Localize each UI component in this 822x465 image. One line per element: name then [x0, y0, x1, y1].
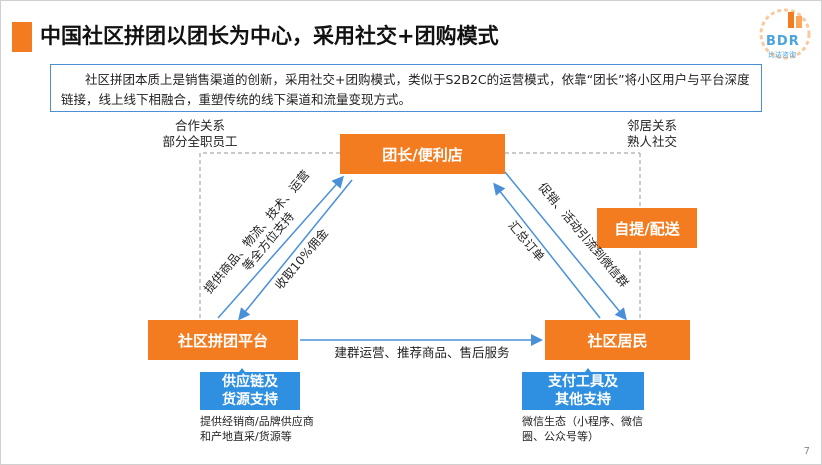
logo-text: BDR	[766, 34, 800, 49]
arrow-residents-to-leader	[493, 182, 601, 319]
payment-support-box: 支付工具及 其他支持	[522, 372, 644, 410]
right-top-label: 邻居关系 熟人社交	[626, 118, 677, 149]
page-title: 中国社区拼团以团长为中心，采用社交+团购模式	[40, 24, 499, 48]
residents-node: 社区居民	[545, 320, 690, 360]
supply-support-box: 供应链及 货源支持	[200, 372, 300, 410]
bdr-logo-icon	[759, 8, 811, 60]
supply-support-desc: 提供经销商/品牌供应商 和产地直采/货源等	[200, 415, 314, 443]
logo-subtitle: 比达咨询	[768, 51, 796, 59]
title-accent-bar	[12, 22, 32, 52]
platform-node: 社区拼团平台	[148, 320, 298, 360]
payment-support-desc: 微信生态（小程序、微信 圈、公众号等）	[522, 415, 643, 443]
page-number: 7	[803, 446, 810, 457]
bottom-arrow-label: 建群运营、推荐商品、售后服务	[334, 345, 510, 360]
arrow-platform-to-leader	[217, 175, 344, 319]
intro-box: 社区拼团本质上是销售渠道的创新，采用社交+团购模式，类似于S2B2C的运营模式，…	[50, 64, 762, 112]
arrow-leader-to-platform	[238, 179, 353, 321]
left-top-label: 合作关系 部分全职员工	[162, 118, 238, 149]
arrow-leader-to-residents	[504, 171, 627, 321]
leader-node: 团长/便利店	[340, 134, 505, 174]
pickup-node: 自提/配送	[597, 208, 697, 248]
